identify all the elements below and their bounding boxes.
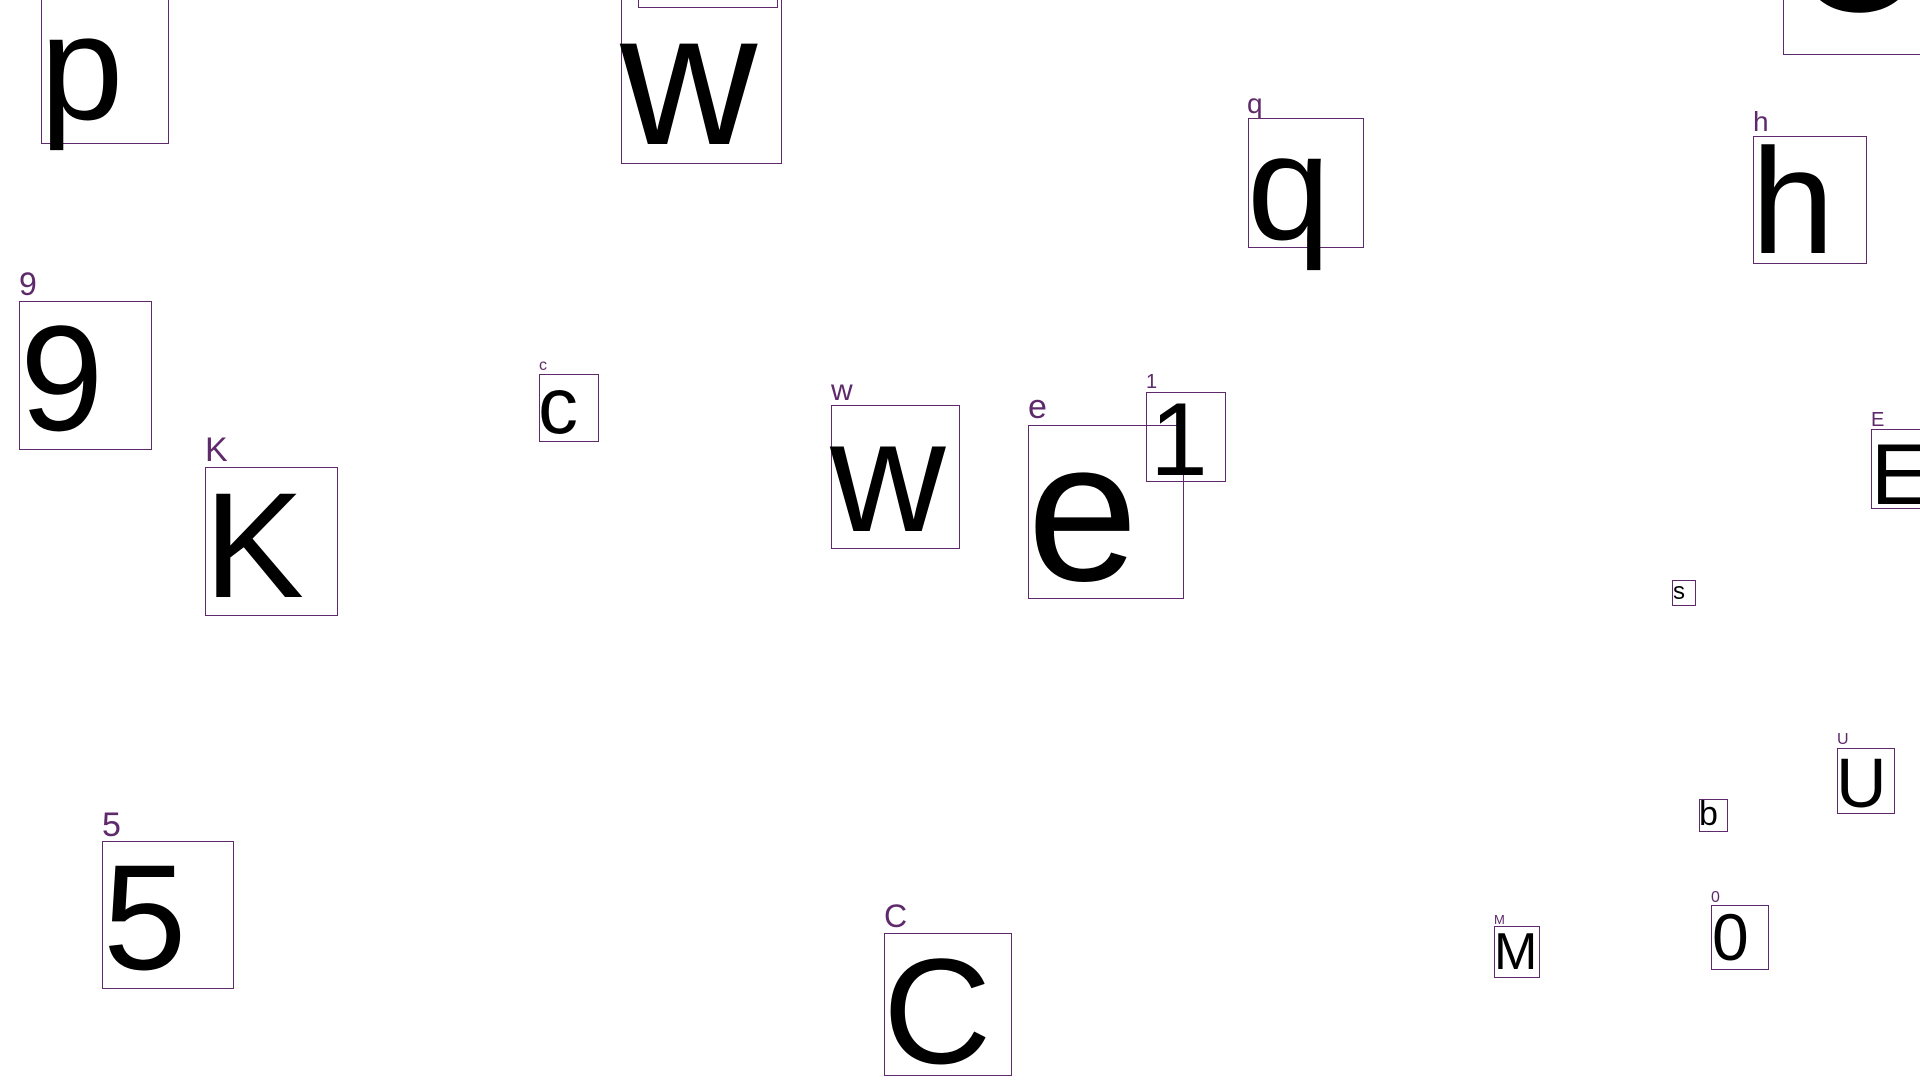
glyph-p: p [40, 0, 124, 151]
glyph-w-mid: w [830, 386, 946, 565]
label-w-mid: w [831, 374, 853, 407]
glyph-box-E [1871, 429, 1920, 509]
glyph-box-w-top [621, 0, 782, 164]
glyph-box-1 [1146, 392, 1226, 482]
glyph-box-b [1699, 799, 1728, 832]
label-c-small: c [539, 357, 547, 374]
glyph-box-U [1837, 748, 1895, 814]
glyph-box-w-top-inner [638, 0, 778, 8]
label-M: M [1494, 912, 1505, 927]
glyph-box-0 [1711, 905, 1769, 970]
glyph-9: 9 [20, 294, 104, 462]
glyph-1: 1 [1150, 382, 1208, 498]
glyph-box-K [205, 467, 338, 616]
glyph-K: K [204, 461, 305, 629]
glyph-w-top: w [620, 0, 758, 185]
label-0: 0 [1711, 889, 1720, 906]
glyph-box-q [1248, 118, 1364, 248]
label-1: 1 [1146, 371, 1158, 393]
glyph-c-small: c [538, 361, 578, 450]
glyph-b: b [1699, 795, 1718, 833]
glyph-box-corner [1783, 0, 1920, 55]
label-h: h [1753, 106, 1769, 137]
glyph-box-w-mid [831, 405, 960, 549]
glyph-U: U [1836, 744, 1887, 822]
glyph-h: h [1751, 117, 1835, 285]
glyph-box-p [41, 0, 169, 144]
glyph-box-c-small [539, 374, 599, 442]
label-5: 5 [102, 806, 121, 844]
glyph-box-h [1753, 136, 1867, 264]
glyph-q: q [1247, 103, 1331, 271]
glyph-M: M [1494, 923, 1538, 981]
label-9: 9 [19, 266, 37, 302]
glyph-corner: C [1790, 0, 1920, 40]
glyph-C: C [883, 927, 992, 1080]
glyph-box-s [1672, 580, 1696, 606]
glyph-box-5 [102, 841, 234, 989]
glyph-box-e [1028, 425, 1184, 599]
glyph-5: 5 [103, 833, 187, 1001]
glyph-E: E [1871, 427, 1920, 523]
glyph-s: s [1673, 578, 1685, 605]
glyph-box-9 [19, 301, 152, 450]
glyph-0: 0 [1712, 900, 1749, 974]
glyph-e: e [1027, 400, 1139, 623]
label-q: q [1247, 88, 1263, 119]
label-C: C [884, 898, 908, 934]
label-e: e [1028, 388, 1047, 426]
label-K: K [205, 431, 228, 469]
glyph-box-C [884, 933, 1012, 1076]
label-E: E [1871, 409, 1885, 431]
glyph-box-M [1494, 926, 1540, 978]
label-U: U [1837, 731, 1849, 748]
